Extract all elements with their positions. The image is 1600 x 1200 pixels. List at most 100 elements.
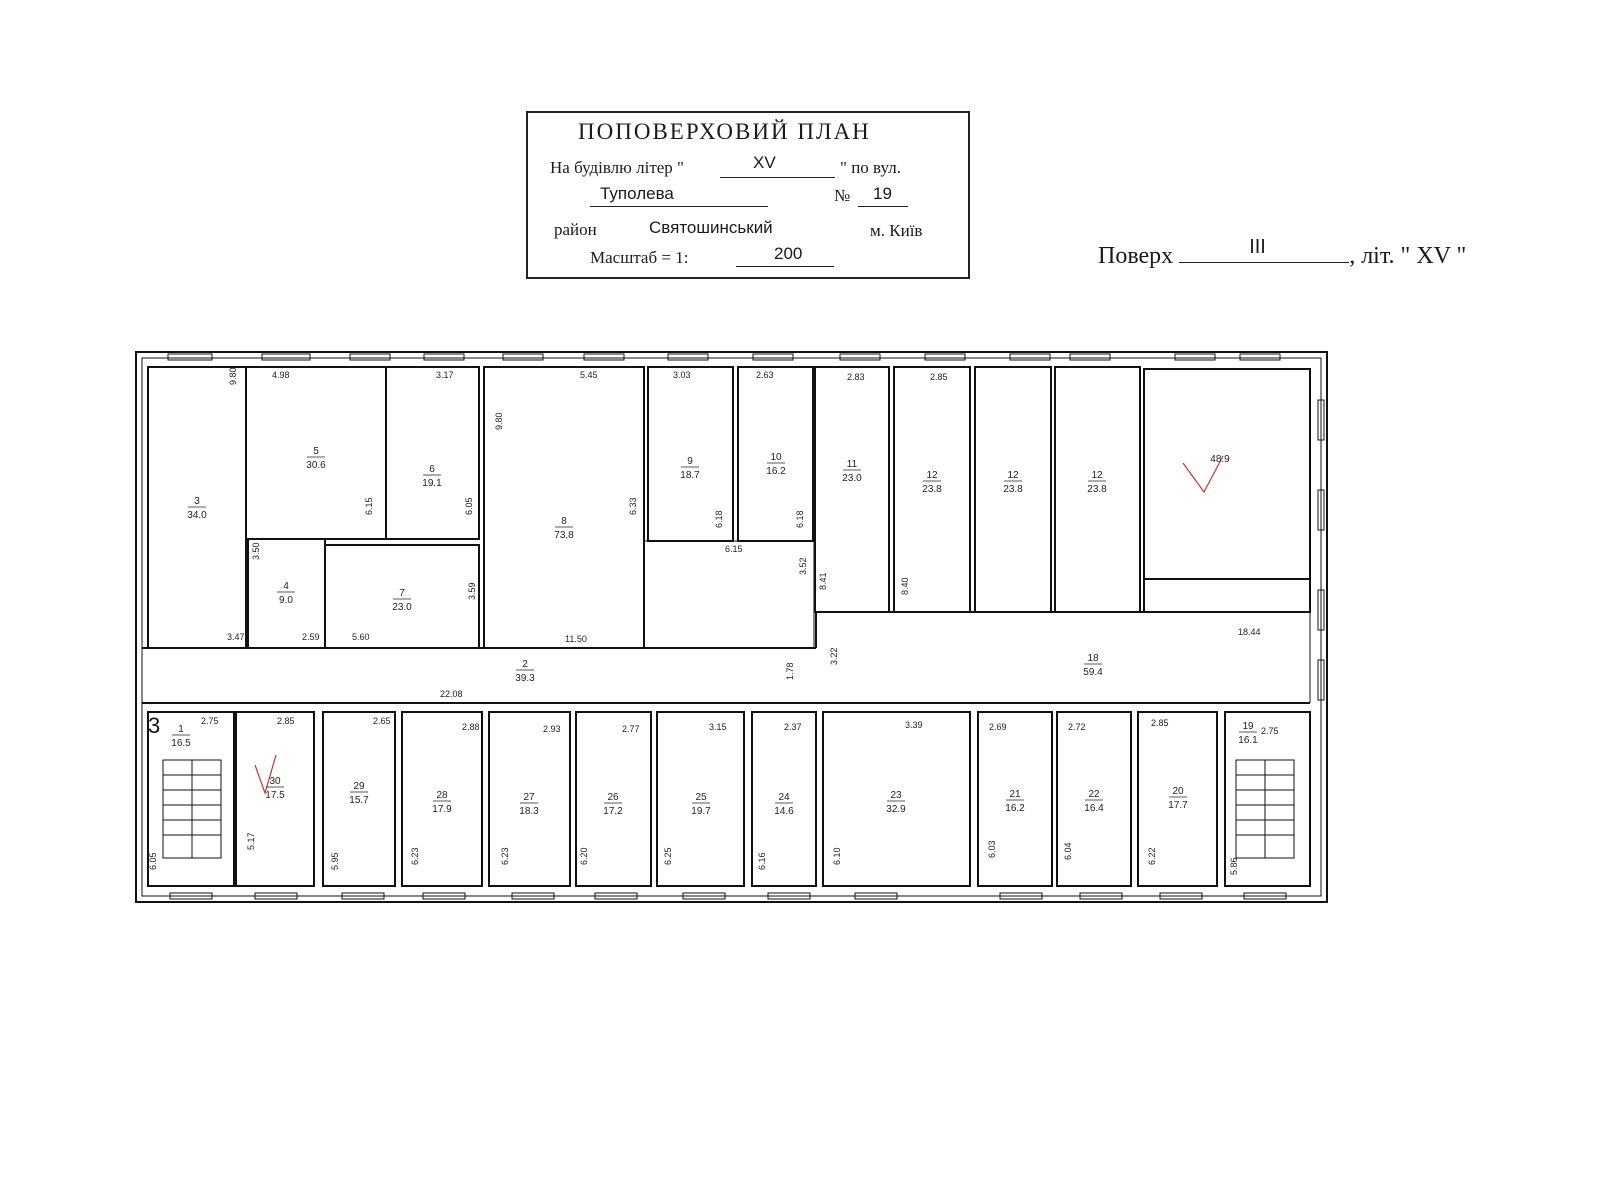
room-area: 16.5 xyxy=(171,738,191,749)
dimension-label: 2.75 xyxy=(1261,726,1279,736)
dimension-label: 6.23 xyxy=(410,847,420,865)
floor-letter: , літ. " XV " xyxy=(1349,243,1467,269)
room-outline xyxy=(1137,711,1218,887)
room-number: 1 xyxy=(178,724,184,735)
room-area: 39.3 xyxy=(515,673,535,684)
room-number: 25 xyxy=(695,792,707,803)
room-number: 21 xyxy=(1009,789,1021,800)
room-outline xyxy=(401,711,483,887)
check-mark-icon xyxy=(254,455,1224,795)
dimension-label: 6.05 xyxy=(464,497,474,515)
room-area: 16.2 xyxy=(766,466,786,477)
dimension-label: 6.18 xyxy=(795,510,805,528)
room-number: 23 xyxy=(890,790,902,801)
room-number: 7 xyxy=(399,588,405,599)
windows xyxy=(167,353,1325,900)
dimension-label: 3.03 xyxy=(673,370,691,380)
room-area: 17.5 xyxy=(265,790,285,801)
dimension-label: 3.50 xyxy=(251,542,261,560)
dimension-label: 6.15 xyxy=(364,497,374,515)
dimension-label: 2.63 xyxy=(756,370,774,380)
room-outline xyxy=(822,711,971,887)
dimension-label: 2.75 xyxy=(201,716,219,726)
room-outline xyxy=(322,711,396,887)
room-number: 27 xyxy=(523,792,535,803)
scale-value: 200 xyxy=(774,244,803,263)
dimension-label: 5.17 xyxy=(246,832,256,850)
scale-label: Масштаб = 1: xyxy=(590,248,689,267)
dimension-label: 1.78 xyxy=(785,662,795,680)
dimension-label: 3.47 xyxy=(227,632,245,642)
room-area: 73.8 xyxy=(554,530,574,541)
room-number: 12 xyxy=(1007,470,1019,481)
dimension-label: 6.23 xyxy=(500,847,510,865)
dimension-label: 18.44 xyxy=(1238,627,1261,637)
room-number: 2 xyxy=(522,659,528,670)
room-area: 48.9 xyxy=(1210,454,1230,465)
room-number: 12 xyxy=(1091,470,1103,481)
dimension-label: 6.03 xyxy=(987,840,997,858)
room-area: 23.0 xyxy=(842,473,862,484)
room-outline xyxy=(751,711,817,887)
dimension-label: 5.86 xyxy=(1229,857,1239,875)
room-area: 9.0 xyxy=(279,595,293,606)
room-number: 4 xyxy=(283,581,289,592)
dimension-label: 9.80 xyxy=(228,367,238,385)
dimension-label: 3.52 xyxy=(798,557,808,575)
room-area: 30.6 xyxy=(306,460,326,471)
dimension-label: 6.33 xyxy=(628,497,638,515)
city-name: м. Київ xyxy=(870,221,923,240)
room-number: 24 xyxy=(778,792,790,803)
room-area: 18.7 xyxy=(680,470,700,481)
dimension-label: 3.39 xyxy=(905,720,923,730)
dimension-label: 2.93 xyxy=(543,724,561,734)
room-outline xyxy=(656,711,745,887)
floor-number: III xyxy=(1249,236,1266,258)
dimension-label: 6.05 xyxy=(148,852,158,870)
room-number: 10 xyxy=(770,452,782,463)
room-area: 19.1 xyxy=(422,478,442,489)
inner-wall-line xyxy=(141,357,1322,897)
dimension-label: 2.85 xyxy=(1151,718,1169,728)
plan-title: ПОПОВЕРХОВИЙ ПЛАН xyxy=(578,119,871,144)
dimension-label: 6.25 xyxy=(663,847,673,865)
room-number: 22 xyxy=(1088,789,1100,800)
dimension-label: 3.17 xyxy=(436,370,454,380)
room-outline xyxy=(147,711,235,887)
dimension-label: 11.50 xyxy=(565,634,587,644)
room-outline xyxy=(977,711,1053,887)
dimension-label: 3.15 xyxy=(709,722,727,732)
dimension-label: 5.60 xyxy=(352,632,370,642)
building-prefix: На будівлю літер " xyxy=(550,158,684,177)
dimension-label: 3.22 xyxy=(829,647,839,665)
dimension-label: 6.04 xyxy=(1063,842,1073,860)
room-number: 26 xyxy=(607,792,619,803)
dimension-label: 2.83 xyxy=(847,372,865,382)
outer-wall xyxy=(135,351,1328,903)
title-block: ПОПОВЕРХОВИЙ ПЛАН На будівлю літер " XV … xyxy=(526,111,970,279)
dimension-label: 8.40 xyxy=(900,577,910,595)
dimension-label: 3.59 xyxy=(467,582,477,600)
dimension-label: 2.69 xyxy=(989,722,1007,732)
room-number: 30 xyxy=(269,776,281,787)
dimension-label: 2.59 xyxy=(302,632,320,642)
room-area: 15.7 xyxy=(349,795,369,806)
street-name: Туполева xyxy=(600,184,674,203)
room-area: 34.0 xyxy=(187,510,207,521)
dimension-label: 2.85 xyxy=(277,716,295,726)
room-outline xyxy=(483,366,645,649)
building-letter: XV xyxy=(753,153,776,172)
room-outline xyxy=(235,711,315,887)
room-area: 16.2 xyxy=(1005,803,1025,814)
room-area: 23.8 xyxy=(1003,484,1023,495)
dimension-label: 5.95 xyxy=(330,852,340,870)
room-number: 9 xyxy=(687,456,693,467)
dimension-label: 2.65 xyxy=(373,716,391,726)
room-number: 28 xyxy=(436,790,448,801)
room-outline xyxy=(385,366,480,540)
dimension-label: 2.37 xyxy=(784,722,802,732)
room-area: 14.6 xyxy=(774,806,794,817)
room-number: 6 xyxy=(429,464,435,475)
district-label: район xyxy=(554,220,597,239)
